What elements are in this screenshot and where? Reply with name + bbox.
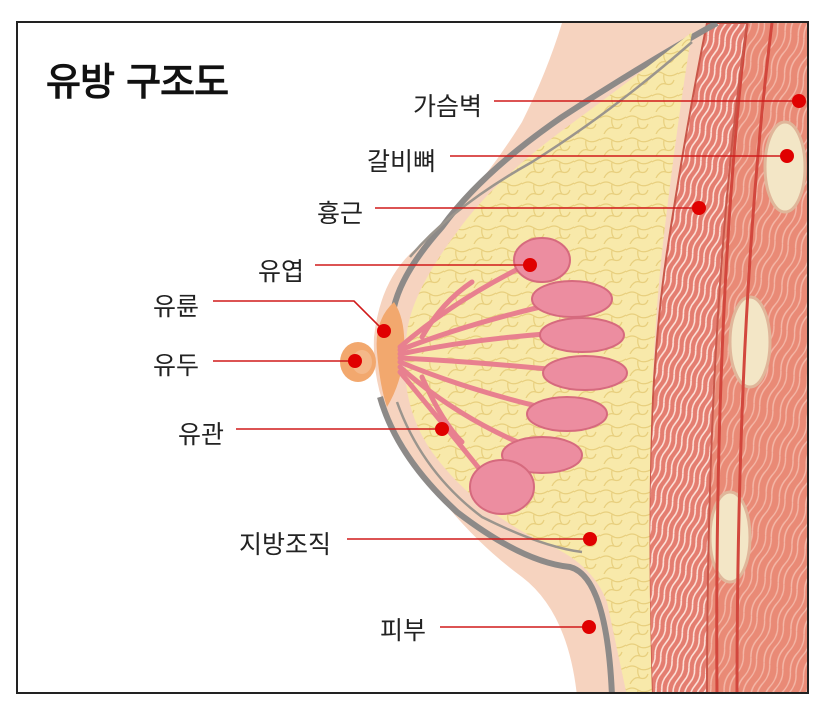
marker-dot-milk-duct (435, 422, 449, 436)
marker-dot-nipple (348, 354, 362, 368)
diagram-frame: 유방 구조도 가슴벽 갈비뼈 흉근 유엽 유륜 유두 유관 지방조직 피부 (16, 21, 809, 694)
marker-dot-rib (780, 149, 794, 163)
leader-lines (213, 94, 806, 634)
marker-dot-pectoral-muscle (692, 201, 706, 215)
label-skin: 피부 (380, 616, 427, 645)
marker-dot-areola (377, 324, 391, 338)
leader-line-areola (213, 300, 385, 332)
label-milk-duct: 유관 (178, 420, 225, 449)
fat-tissue (404, 32, 692, 692)
label-rib: 갈비뼈 (367, 147, 437, 176)
marker-dot-lobule (523, 258, 537, 272)
breast-anatomy-illustration (213, 23, 807, 692)
label-fat-tissue: 지방조직 (239, 530, 332, 559)
label-nipple: 유두 (153, 351, 200, 380)
label-pectoral-muscle: 흉근 (317, 199, 364, 228)
marker-dot-skin (582, 620, 596, 634)
marker-dot-fat-tissue (583, 532, 597, 546)
rib-bone (728, 295, 772, 389)
label-lobule: 유엽 (258, 257, 305, 286)
label-areola: 유륜 (153, 292, 200, 321)
label-chest-wall: 가슴벽 (413, 92, 483, 121)
marker-dot-chest-wall (792, 94, 806, 108)
rib-bone (763, 120, 807, 214)
diagram-title: 유방 구조도 (46, 60, 229, 104)
